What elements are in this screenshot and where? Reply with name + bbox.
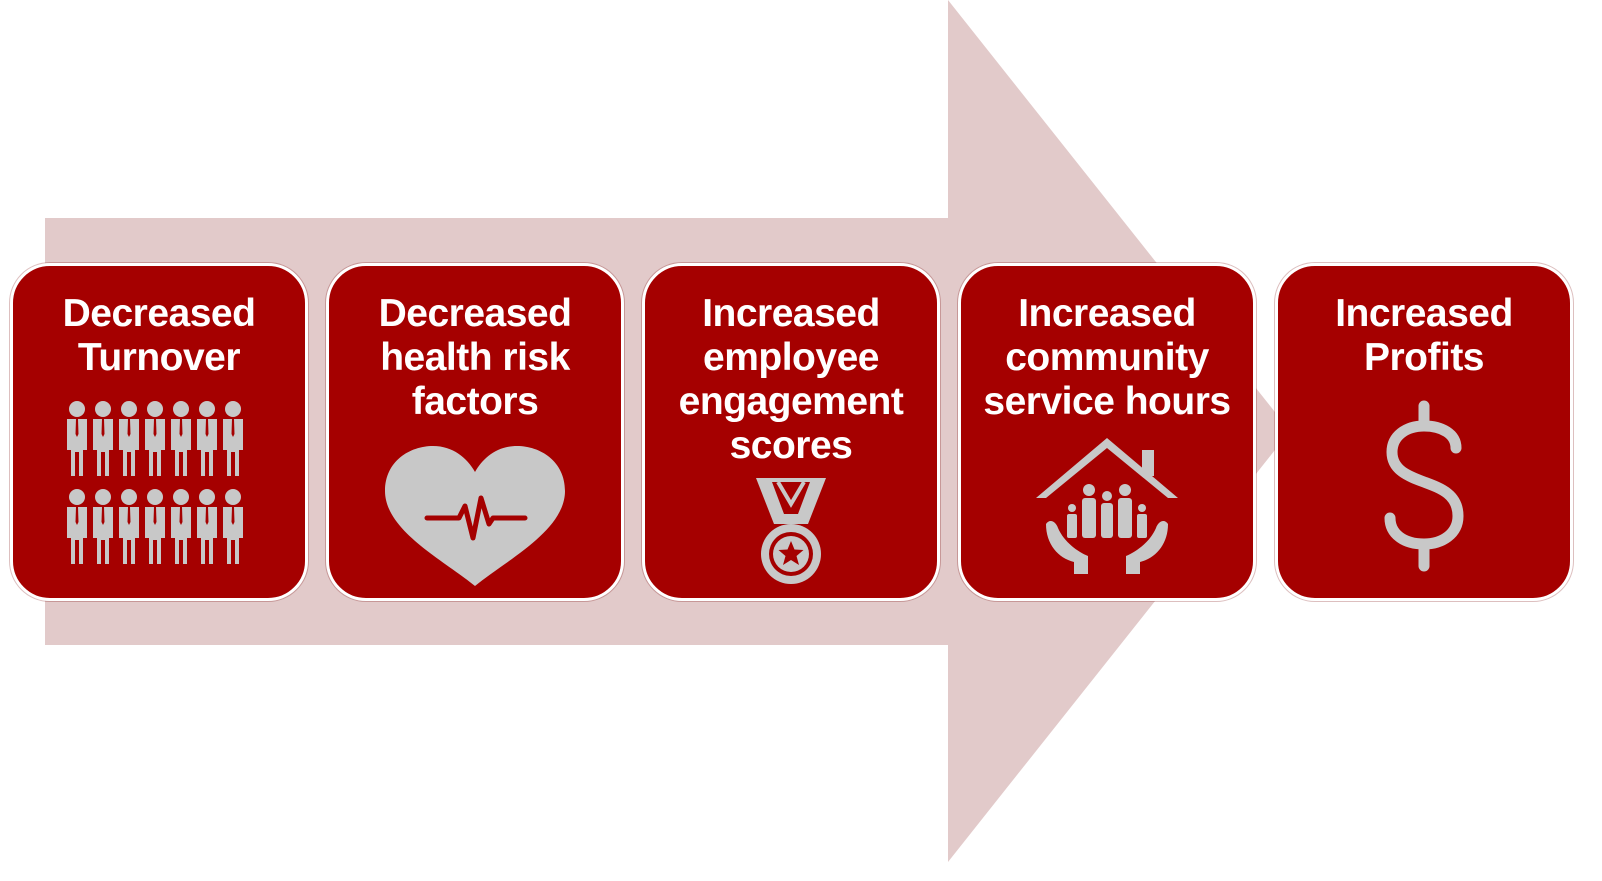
step-title: Increased Profits (1335, 292, 1513, 379)
step-card-turnover: Decreased Turnover (10, 263, 308, 601)
step-card-community-service: Increased community service hours (958, 263, 1256, 601)
dollar-sign-icon (1278, 400, 1570, 572)
step-card-engagement: Increased employee engagement scores (642, 263, 940, 601)
medal-icon (645, 476, 937, 588)
step-title: Increased community service hours (983, 292, 1231, 423)
people-group-icon (13, 400, 305, 572)
step-card-health-risk: Decreased health risk factors (326, 263, 624, 601)
step-title: Decreased health risk factors (378, 292, 572, 423)
step-title: Increased employee engagement scores (678, 292, 904, 467)
family-house-hands-icon (961, 432, 1253, 576)
heartbeat-icon (329, 446, 621, 588)
step-card-profits: Increased Profits (1275, 263, 1573, 601)
step-title: Decreased Turnover (62, 292, 256, 379)
